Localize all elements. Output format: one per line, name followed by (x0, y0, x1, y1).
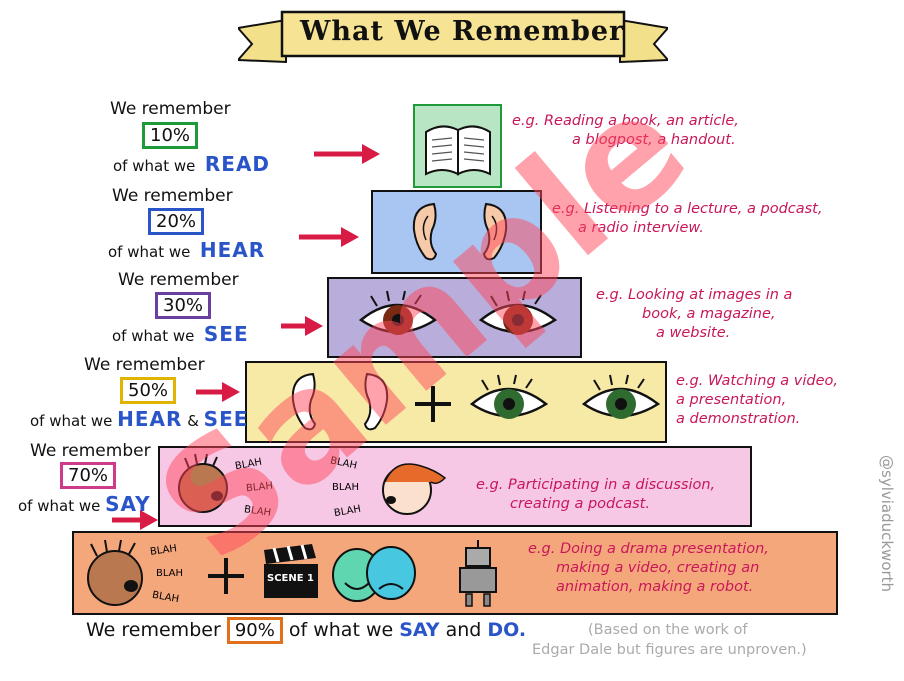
example-line: e.g. Reading a book, an article, (512, 113, 739, 129)
of-what-label: of what we (113, 157, 196, 175)
example-see: e.g. Looking at images in a book, a maga… (596, 286, 792, 343)
percent-see: 30% (155, 292, 212, 319)
arrow-icon (314, 144, 380, 164)
verb-hear: HEAR (199, 238, 266, 262)
eye-icon (581, 374, 661, 419)
ear-icon (363, 372, 389, 431)
clapperboard-icon (264, 544, 318, 598)
talking-head-icon (382, 463, 447, 515)
example-read: e.g. Reading a book, an article, a blogp… (512, 112, 739, 150)
example-line: making a video, creating an (556, 560, 760, 576)
talking-head-icon (178, 453, 228, 513)
remember-label-hear: We remember (112, 186, 233, 206)
book-icon (425, 125, 491, 176)
verb-hear: HEAR (117, 407, 183, 431)
robot-icon (459, 540, 497, 607)
verb-do: DO. (487, 619, 527, 641)
example-line: e.g. Doing a drama presentation, (528, 541, 769, 557)
layer-hear (371, 190, 542, 274)
example-line: e.g. Watching a video, (676, 373, 838, 389)
example-line: animation, making a robot. (556, 579, 754, 595)
ear-icon (291, 372, 317, 431)
remember-label-hear-see: We remember (84, 355, 205, 375)
ear-icon (482, 202, 508, 261)
of-what-label: of what we (288, 619, 394, 641)
remember-label-read: We remember (110, 99, 231, 119)
bottom-summary: We remember 90% of what we SAY and DO. (86, 617, 527, 644)
of-what-hear: of what we HEAR (108, 238, 265, 262)
example-line: e.g. Listening to a lecture, a podcast, (552, 201, 823, 217)
example-line: a blogpost, a handout. (572, 132, 736, 148)
author-credit: @sylviaduckworth (878, 455, 896, 593)
of-what-hear-see: of what we HEAR & SEE (30, 407, 248, 431)
arrow-icon (196, 382, 240, 402)
percent-say-do: 90% (226, 617, 283, 644)
title-banner (238, 10, 668, 64)
verb-read: READ (204, 152, 271, 176)
page-title: What We Remember (300, 16, 625, 47)
arrow-icon (112, 510, 158, 530)
example-line: e.g. Participating in a discussion, (476, 477, 716, 493)
example-line: e.g. Looking at images in a (596, 287, 793, 303)
and-label: and (445, 619, 482, 641)
example-line: creating a podcast. (510, 496, 650, 512)
blah-text: BLAH (332, 482, 360, 493)
verb-see: SEE (203, 407, 249, 431)
example-say-do: e.g. Doing a drama presentation, making … (528, 540, 769, 597)
layer-say (158, 446, 752, 527)
scene-label: SCENE 1 (267, 573, 315, 584)
verb-say: SAY (399, 619, 440, 641)
example-say: e.g. Participating in a discussion, crea… (476, 476, 715, 514)
plus-icon (415, 386, 451, 422)
arrow-icon (281, 316, 323, 336)
of-what-label: of what we (112, 327, 195, 345)
of-what-label: of what we (30, 412, 113, 430)
example-line: a presentation, (676, 392, 787, 408)
talking-head-icon (87, 539, 143, 606)
of-what-label: of what we (108, 243, 191, 261)
verb-see: SEE (203, 322, 249, 346)
example-line: a radio interview. (578, 220, 704, 236)
remember-label-say-do: We remember (86, 619, 221, 641)
ear-icon (412, 202, 438, 261)
percent-hear: 20% (148, 208, 205, 235)
source-note: (Based on the work of Edgar Dale but fig… (532, 620, 807, 660)
ampersand: & (187, 412, 199, 430)
note-line: (Based on the work of (588, 622, 748, 638)
drama-masks-icon (332, 546, 416, 602)
of-what-read: of what we READ (113, 152, 270, 176)
eye-icon (478, 290, 558, 335)
layer-say-do (72, 531, 838, 615)
example-hear-see: e.g. Watching a video, a presentation, a… (676, 372, 838, 429)
example-line: a website. (656, 325, 731, 341)
example-line: a demonstration. (676, 411, 801, 427)
remember-label-say: We remember (30, 441, 151, 461)
of-what-label: of what we (18, 497, 101, 515)
of-what-see: of what we SEE (112, 322, 249, 346)
eye-icon (469, 374, 549, 419)
blah-text: BLAH (156, 568, 184, 579)
remember-label-see: We remember (118, 270, 239, 290)
arrow-icon (299, 227, 359, 247)
example-hear: e.g. Listening to a lecture, a podcast, … (552, 200, 822, 238)
percent-hear-see: 50% (120, 377, 177, 404)
example-line: book, a magazine, (642, 306, 776, 322)
note-line: Edgar Dale but figures are unproven.) (532, 642, 807, 658)
percent-read: 10% (142, 122, 199, 149)
eye-icon (358, 290, 438, 335)
percent-say: 70% (60, 462, 117, 489)
plus-icon (208, 558, 244, 594)
